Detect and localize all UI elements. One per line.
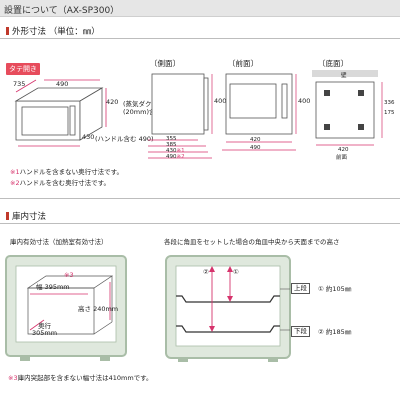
iso-height-note1: (蒸気ダクト部: [123, 100, 165, 108]
outer-heading: 外形寸法 （単位：㎜）: [6, 25, 100, 37]
heading-mark: [6, 27, 9, 35]
divider: [0, 38, 400, 39]
width-mark: ※3: [64, 271, 74, 279]
side-height: 400: [214, 97, 227, 105]
iso-width: 430: [82, 133, 95, 141]
bottom-depth: 336: [384, 100, 395, 106]
iso-depth-total: 735: [13, 80, 26, 88]
front-height: 400: [298, 97, 311, 105]
num-1: ①: [233, 268, 239, 276]
cavity-depth-value: 305mm: [32, 329, 58, 337]
cavity-width: 幅 395mm: [36, 283, 70, 291]
bottom-depth2: 175: [384, 110, 395, 116]
divider: [0, 198, 400, 199]
cavity-height: 高さ 240mm: [78, 305, 119, 313]
front-view-label: 〔前面〕: [228, 59, 258, 68]
divider: [0, 223, 400, 224]
lower-measure: ② 約185㎜: [318, 328, 352, 336]
inner-right-title: 各段に角皿をセットした場合の角皿中央から天面までの高さ: [164, 238, 340, 246]
inner-heading: 庫内寸法: [6, 210, 46, 222]
iso-height: 420: [106, 98, 119, 106]
bottom-view-label: 〔底面〕: [318, 59, 348, 68]
iso-depth: 490: [56, 80, 69, 88]
inner-left-title: 庫内有効寸法（加熱室有効寸法）: [10, 238, 108, 246]
front-w2: 490: [250, 145, 261, 151]
unit-label: （単位：㎜）: [48, 27, 100, 37]
note-2: ※2ハンドルを含む奥行寸法です。: [10, 179, 110, 187]
note-1: ※1ハンドルを含まない奥行寸法です。: [10, 168, 123, 176]
num-2: ②: [203, 268, 209, 276]
wall-label: 壁: [341, 73, 347, 79]
door-type-tag: タテ開き: [6, 63, 40, 75]
side-d3: 430※1: [166, 148, 185, 154]
bottom-width: 420: [338, 147, 349, 153]
cavity-depth-label: 奥行: [38, 322, 51, 330]
footnote: ※3庫内突起部を含まない幅寸法は410mmです。: [8, 374, 153, 382]
iso-width-note: (ハンドル含む 490): [95, 135, 154, 143]
heading-mark: [6, 212, 9, 220]
title-bar: 設置について（AX-SP300）: [0, 0, 400, 17]
upper-measure: ① 約105㎜: [318, 285, 352, 293]
side-d4: 490※2: [166, 154, 185, 160]
front-side-label: 前面: [336, 155, 348, 161]
iso-height-note2: (20mm)含む): [123, 108, 165, 116]
side-view-label: 〔側面〕: [150, 59, 180, 68]
upper-shelf-label: 上段: [291, 283, 310, 294]
front-w1: 420: [250, 137, 261, 143]
side-d1: 355: [166, 136, 177, 142]
side-d2: 385: [166, 142, 177, 148]
lower-shelf-label: 下段: [291, 326, 310, 337]
page-title: 設置について（AX-SP300）: [4, 6, 120, 16]
